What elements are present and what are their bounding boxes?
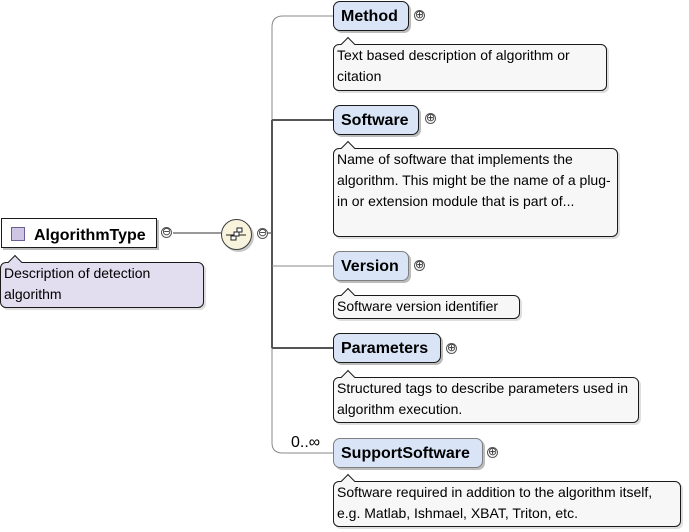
annotation-method: Text based description of algorithm or c… (333, 44, 607, 91)
element-parameters[interactable]: Parameters (333, 333, 441, 363)
element-supportsoftware[interactable]: SupportSoftware (333, 438, 483, 468)
annotation-software: Name of software that implements the alg… (333, 148, 618, 237)
root-element-algorithmtype[interactable]: AlgorithmType (1, 218, 157, 248)
root-collapse-toggle[interactable]: ⊖ (161, 225, 172, 238)
element-software[interactable]: Software (333, 105, 419, 135)
complex-type-icon (11, 227, 25, 241)
annotation-supportsoftware: Software required in addition to the alg… (333, 481, 681, 527)
cardinality-label: 0..∞ (291, 434, 321, 451)
element-label: Method (341, 8, 398, 25)
expand-toggle-version[interactable]: ⊕ (414, 258, 425, 271)
sequence-collapse-toggle[interactable]: ⊖ (257, 226, 268, 239)
element-label: Parameters (341, 340, 429, 357)
sequence-compositor-icon (226, 227, 246, 241)
element-label: SupportSoftware (341, 445, 470, 462)
expand-toggle-method[interactable]: ⊕ (414, 8, 425, 21)
annotation-parameters: Structured tags to describe parameters u… (333, 377, 639, 423)
expand-toggle-parameters[interactable]: ⊕ (446, 341, 457, 354)
element-version[interactable]: Version (333, 251, 409, 281)
sequence-compositor[interactable] (221, 219, 252, 250)
root-element-label: AlgorithmType (34, 227, 146, 244)
element-method[interactable]: Method (333, 1, 409, 31)
annotation-version: Software version identifier (333, 295, 520, 319)
expand-toggle-supportsoftware[interactable]: ⊕ (487, 445, 498, 458)
expand-toggle-software[interactable]: ⊕ (425, 111, 436, 124)
root-annotation: Description of detection algorithm (0, 262, 204, 308)
element-label: Version (341, 258, 399, 275)
element-label: Software (341, 112, 409, 129)
